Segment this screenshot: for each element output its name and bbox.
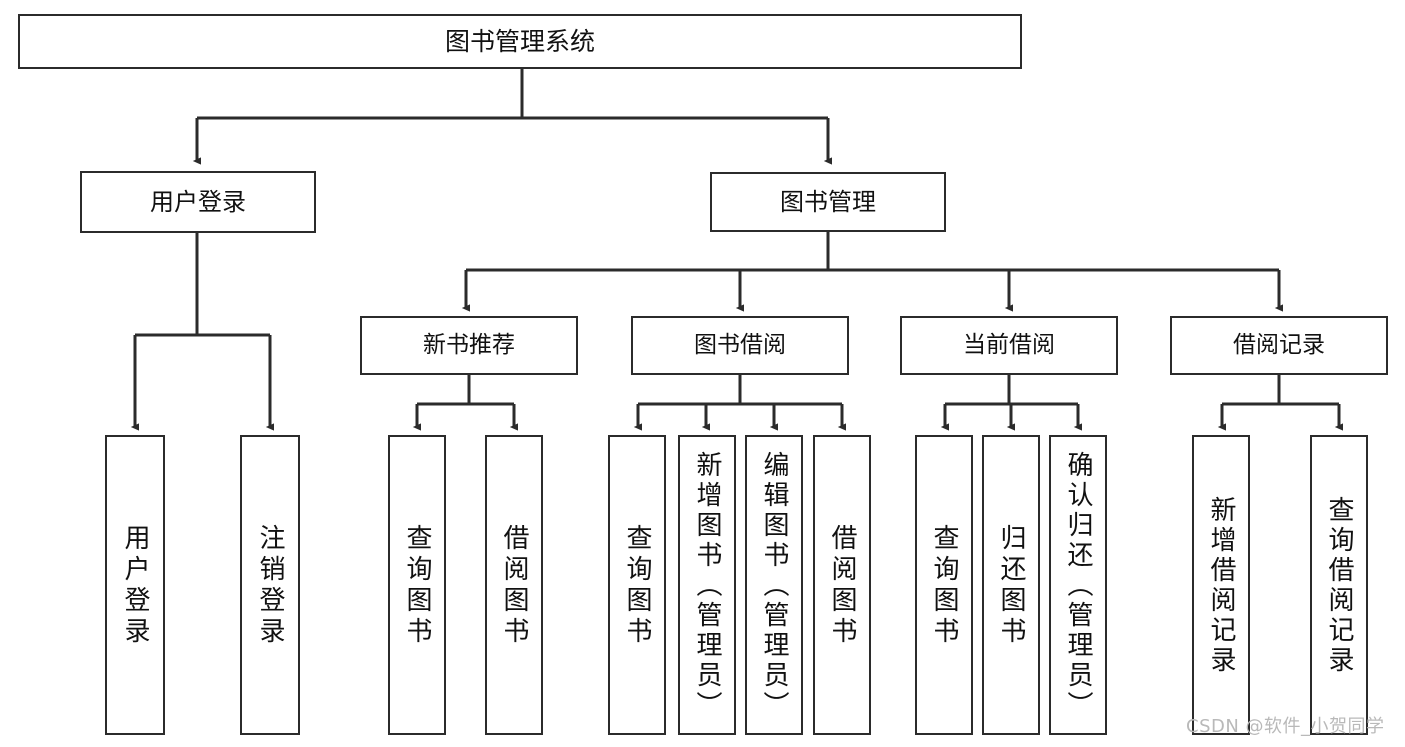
leaf-borrow-book-recommend[interactable]: 借阅图书 — [485, 435, 543, 735]
node-label: 编辑图书（管理员） — [759, 451, 789, 721]
leaf-query-borrow-record[interactable]: 查询借阅记录 — [1310, 435, 1368, 735]
leaf-query-book-recommend[interactable]: 查询图书 — [388, 435, 446, 735]
node-label: 注销登录 — [255, 524, 285, 648]
node-label: 图书管理系统 — [444, 26, 595, 56]
node-label: 用户登录 — [150, 187, 246, 216]
leaf-add-book-admin[interactable]: 新增图书（管理员） — [678, 435, 736, 735]
leaf-logout-login[interactable]: 注销登录 — [240, 435, 300, 735]
node-label: 查询图书 — [929, 524, 959, 648]
leaf-user-login[interactable]: 用户登录 — [105, 435, 165, 735]
node-label: 图书管理 — [780, 187, 876, 216]
node-label: 用户登录 — [120, 524, 150, 648]
leaf-return-book[interactable]: 归还图书 — [982, 435, 1040, 735]
node-new-book-recommend[interactable]: 新书推荐 — [360, 316, 578, 375]
leaf-confirm-return-admin[interactable]: 确认归还（管理员） — [1049, 435, 1107, 735]
leaf-query-book-borrow[interactable]: 查询图书 — [608, 435, 666, 735]
node-label: 归还图书 — [996, 524, 1026, 648]
node-label: 新增图书（管理员） — [692, 451, 722, 721]
leaf-borrow-book[interactable]: 借阅图书 — [813, 435, 871, 735]
node-label: 借阅记录 — [1233, 331, 1325, 358]
node-label: 新增借阅记录 — [1206, 496, 1236, 676]
node-label: 查询图书 — [622, 524, 652, 648]
node-label: 查询借阅记录 — [1324, 496, 1354, 676]
watermark: CSDN @软件_小贺同学 — [1186, 716, 1385, 737]
node-borrow-record[interactable]: 借阅记录 — [1170, 316, 1388, 375]
node-label: 确认归还（管理员） — [1063, 451, 1093, 721]
node-current-borrow[interactable]: 当前借阅 — [900, 316, 1118, 375]
leaf-add-borrow-record[interactable]: 新增借阅记录 — [1192, 435, 1250, 735]
node-label: 借阅图书 — [827, 524, 857, 648]
node-root-system[interactable]: 图书管理系统 — [18, 14, 1022, 69]
node-label: 新书推荐 — [423, 331, 515, 358]
leaf-edit-book-admin[interactable]: 编辑图书（管理员） — [745, 435, 803, 735]
node-user-login[interactable]: 用户登录 — [80, 171, 316, 233]
node-label: 借阅图书 — [499, 524, 529, 648]
leaf-query-book-current[interactable]: 查询图书 — [915, 435, 973, 735]
node-label: 图书借阅 — [694, 331, 786, 358]
node-label: 查询图书 — [402, 524, 432, 648]
node-book-borrow[interactable]: 图书借阅 — [631, 316, 849, 375]
node-label: 当前借阅 — [963, 331, 1055, 358]
node-book-management[interactable]: 图书管理 — [710, 172, 946, 232]
